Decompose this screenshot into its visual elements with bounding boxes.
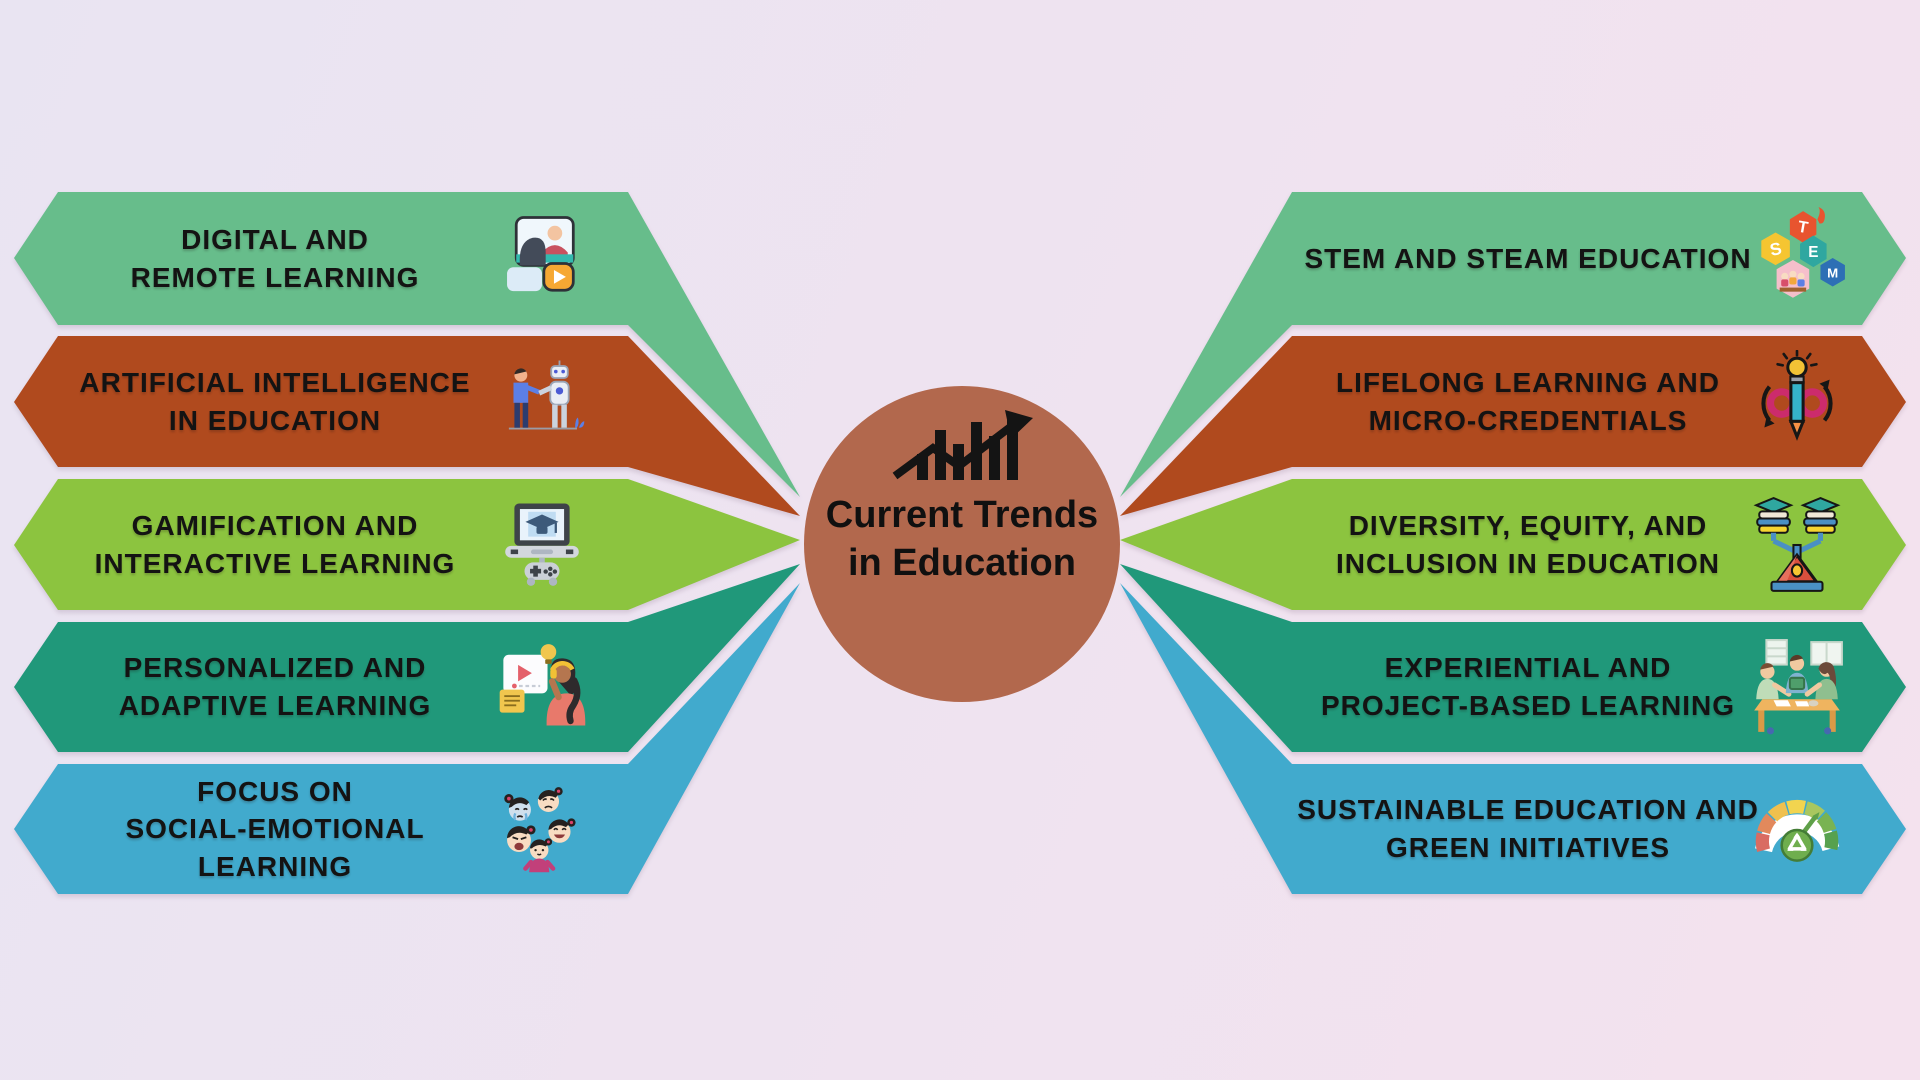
lifelong-learning-icon xyxy=(1761,350,1833,441)
banner-shape-right-3 xyxy=(1120,479,1906,610)
banner-label-left-5: FOCUS ON SOCIAL-EMOTIONAL LEARNING xyxy=(125,775,425,882)
svg-text:T: T xyxy=(1796,218,1809,237)
banner-icon-left-4 xyxy=(496,640,588,732)
svg-text:S: S xyxy=(1768,238,1783,260)
banner-label-left-4: PERSONALIZED AND ADAPTIVE LEARNING xyxy=(118,652,432,721)
banner-label-right-1: STEM AND STEAM EDUCATION xyxy=(1304,242,1752,274)
banner-icon-left-1 xyxy=(496,212,588,304)
banner-icon-left-2 xyxy=(496,355,588,447)
banner-icon-right-5 xyxy=(1746,778,1848,880)
social-emotional-icon xyxy=(504,787,576,873)
gamification-icon xyxy=(505,503,579,586)
experiential-learning-icon xyxy=(1754,639,1843,735)
ai-education-icon xyxy=(508,360,585,430)
sustainable-education-icon xyxy=(1755,799,1840,862)
banner-label-right-4: EXPERIENTIAL AND PROJECT-BASED LEARNING xyxy=(1320,652,1736,721)
banner-shape-right-4 xyxy=(1120,564,1906,752)
banner-shape-right-2 xyxy=(1120,336,1906,516)
stem-steam-icon: T S E M xyxy=(1761,207,1845,298)
digital-remote-learning-icon xyxy=(507,216,575,292)
banner-shape-left-2 xyxy=(14,336,800,516)
banner-shape-right-5 xyxy=(1120,583,1906,894)
center-circle xyxy=(804,386,1120,702)
banner-icon-right-3 xyxy=(1746,494,1848,596)
banner-shape-left-1 xyxy=(14,192,800,497)
svg-text:E: E xyxy=(1808,244,1818,261)
banner-label-right-2: LIFELONG LEARNING AND MICRO-CREDENTIALS xyxy=(1336,366,1720,436)
personalized-learning-icon xyxy=(499,644,586,726)
banner-icon-right-4 xyxy=(1746,636,1848,738)
banner-label-left-3: GAMIFICATION AND INTERACTIVE LEARNING xyxy=(94,509,456,579)
banner-label-left-1: DIGITAL AND REMOTE LEARNING xyxy=(130,223,420,293)
banner-shape-left-4 xyxy=(14,564,800,752)
banner-label-right-3: DIVERSITY, EQUITY, AND INCLUSION IN EDUC… xyxy=(1336,509,1720,579)
banner-label-left-2: ARTIFICIAL INTELLIGENCE IN EDUCATION xyxy=(79,366,471,436)
center-content: Current Trends in Education xyxy=(806,402,1118,692)
banner-icon-left-3 xyxy=(496,498,588,590)
banner-shape-left-3 xyxy=(14,479,800,610)
center-title: Current Trends in Education xyxy=(825,494,1099,584)
banner-icon-right-1: T S E M xyxy=(1746,207,1848,309)
banner-shape-left-5 xyxy=(14,583,800,894)
banner-label-right-5: SUSTAINABLE EDUCATION AND GREEN INITIATI… xyxy=(1297,794,1759,863)
growth-chart-icon xyxy=(892,410,1033,480)
diversity-inclusion-icon xyxy=(1753,496,1841,592)
banner-icon-right-2 xyxy=(1746,350,1848,452)
banner-shape-right-1 xyxy=(1120,192,1906,497)
banner-icon-left-5 xyxy=(496,783,588,875)
svg-text:M: M xyxy=(1827,265,1838,280)
